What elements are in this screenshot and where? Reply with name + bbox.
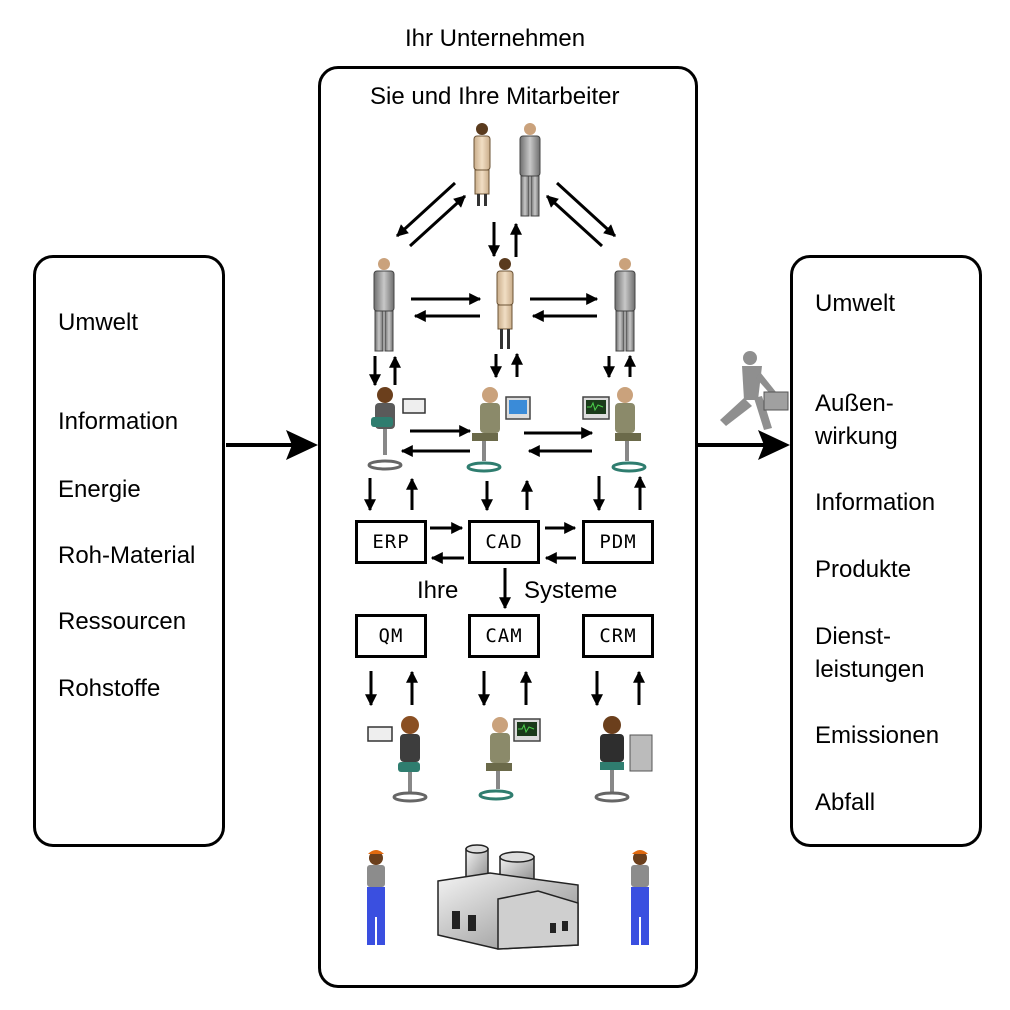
qm-system-box: QM: [355, 614, 427, 658]
outputs-panel: [790, 255, 982, 847]
businesswoman-icon: [496, 258, 514, 349]
management-arrows: [364, 181, 646, 707]
businessman-icon: [373, 258, 395, 352]
factory-icon: [437, 844, 579, 950]
output-item-information: Information: [815, 489, 936, 516]
main-flow-arrows: [226, 430, 790, 460]
output-item-umwelt: Umwelt: [815, 290, 896, 317]
cad-system-box: CAD: [468, 520, 540, 564]
systems-caption-left: Ihre: [417, 577, 459, 604]
businessman-icon: [519, 123, 541, 217]
input-item-roh-material: Roh-Material: [58, 542, 196, 569]
inputs-panel: [33, 255, 225, 847]
businesswoman-icon: [473, 123, 491, 206]
pdm-system-box: PDM: [582, 520, 654, 564]
office-worker-icon: [466, 387, 531, 473]
cam-system-box: CAM: [468, 614, 540, 658]
businessman-icon: [614, 258, 636, 352]
office-worker-icon: [367, 387, 426, 471]
computer-icon: [513, 718, 541, 742]
input-item-umwelt: Umwelt: [58, 309, 139, 336]
input-item-information: Information: [58, 408, 179, 435]
output-item-produkte: Produkte: [815, 556, 912, 583]
page-title: Ihr Unternehmen: [405, 25, 586, 52]
factory-worker-icon: [631, 850, 649, 945]
office-worker-icon: [582, 387, 647, 473]
output-item-abfall: Abfall: [815, 789, 876, 816]
input-item-energie: Energie: [58, 476, 141, 503]
factory-worker-icon: [367, 850, 385, 945]
input-item-ressourcen: Ressourcen: [58, 608, 187, 635]
systems-caption-right: Systeme: [524, 577, 618, 604]
office-worker-icon: [367, 716, 428, 803]
office-worker-icon: [478, 717, 541, 801]
output-item-dienstleistungen: Dienst- leistungen: [815, 623, 925, 683]
computer-icon: [582, 396, 610, 420]
erp-system-box: ERP: [355, 520, 427, 564]
computer-icon: [505, 396, 531, 420]
input-item-rohstoffe: Rohstoffe: [58, 675, 161, 702]
running-businessman-icon: [720, 351, 789, 430]
crm-system-box: CRM: [582, 614, 654, 658]
company-subtitle: Sie und Ihre Mitarbeiter: [370, 83, 620, 110]
output-item-emissionen: Emissionen: [815, 722, 940, 749]
output-item-aussenwirkung: Außen- wirkung: [815, 390, 898, 450]
office-worker-icon: [594, 716, 653, 803]
